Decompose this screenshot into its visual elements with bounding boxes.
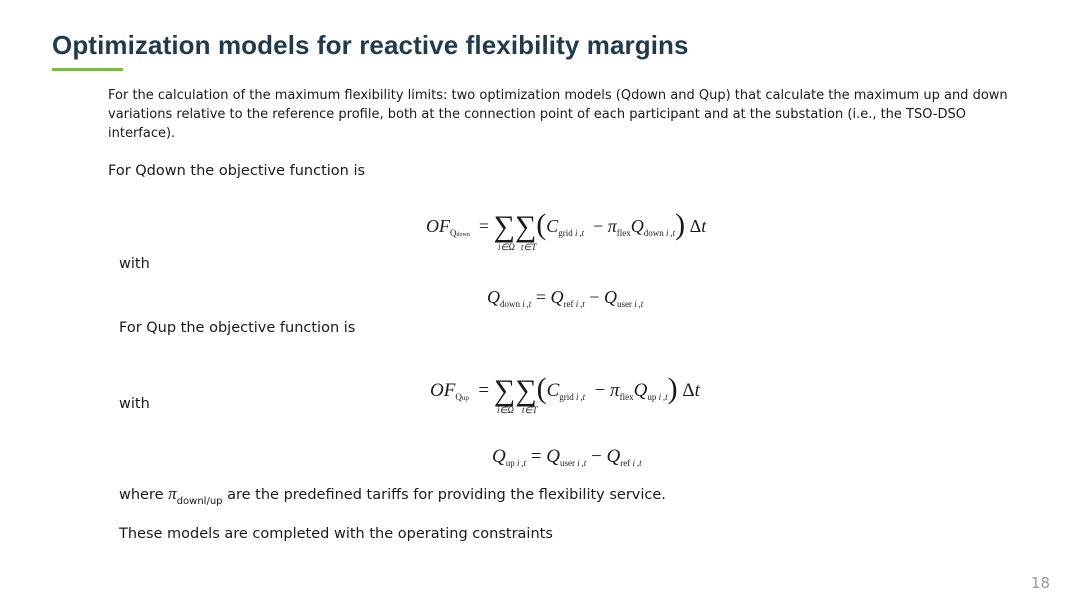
sum-index-t-2: t∈T [522, 405, 538, 415]
sum-index-t: t∈T [521, 242, 537, 252]
qdown-objective-equation: OFQdown = ∑∑(Cgrid i ,t − πflexQdown i ,… [426, 208, 707, 243]
qdown-heading: For Qdown the objective function is [108, 163, 366, 179]
sum-index-omega: i∈Ω [498, 242, 515, 252]
with-label-1: with [119, 256, 150, 272]
qup-heading: For Qup the objective function is [119, 320, 356, 336]
where-suffix: are the predefined tariffs for providing… [222, 487, 666, 503]
intro-paragraph: For the calculation of the maximum flexi… [108, 88, 1008, 141]
closing-sentence: These models are completed with the oper… [119, 526, 553, 542]
with-label-2: with [119, 396, 150, 412]
slide-title: Optimization models for reactive flexibi… [52, 30, 689, 60]
where-prefix: where [119, 487, 164, 503]
where-sentence: where πdownl/up are the predefined tarif… [119, 484, 666, 507]
pi-symbol: π [168, 484, 177, 503]
pi-subscript: downl/up [176, 496, 223, 507]
qup-definition-equation: Qup i ,t = Quser i ,t − Qref i ,t [492, 446, 642, 468]
page-number: 18 [1030, 574, 1050, 592]
qup-objective-equation: OFQup = ∑∑(Cgrid i ,t − πflexQup i ,t) Δ… [430, 372, 700, 407]
title-accent-line [52, 68, 123, 71]
qdown-definition-equation: Qdown i ,t = Qref i ,t − Quser i ,t [487, 287, 644, 309]
sum-index-omega-2: i∈Ω [497, 405, 514, 415]
